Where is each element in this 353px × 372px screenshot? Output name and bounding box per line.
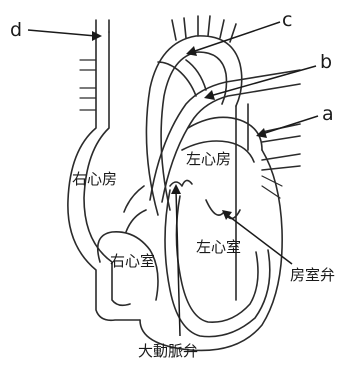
label-c: c — [282, 9, 292, 31]
right-av-leaflet — [126, 210, 146, 232]
pulmonary-left-branch — [158, 62, 196, 96]
aortic-valve-leaflets — [170, 180, 192, 186]
leader-b-arrow — [204, 90, 215, 100]
label-av-valve: 房室弁 — [290, 266, 335, 284]
pulmonary-left-branch-inner — [186, 60, 206, 90]
vena-cava-branches — [80, 60, 96, 110]
label-a: a — [322, 103, 334, 125]
left-atrium-wall — [188, 117, 262, 150]
leader-d — [28, 30, 96, 36]
label-d: d — [10, 19, 22, 41]
label-aortic-valve: 大動脈弁 — [138, 342, 198, 360]
leader-d-arrow — [92, 31, 102, 41]
mitral-valve-leaflets — [206, 200, 240, 219]
right-av-region — [124, 186, 144, 212]
pulmonary-artery — [150, 60, 300, 202]
aorta-branch-2 — [198, 16, 210, 36]
labels: d c b a 右心房 左心房 右心室 左心室 房室弁 大動脈弁 — [10, 9, 335, 360]
aorta-branch-3 — [220, 20, 236, 42]
ventricular-septum — [165, 190, 270, 337]
label-left-atrium: 左心房 — [186, 150, 231, 168]
leader-aortic-valve-arrow — [171, 184, 181, 194]
pulmonary-trunk-outer — [150, 70, 300, 200]
pulmonary-vein-upper — [262, 124, 300, 142]
label-b: b — [320, 51, 332, 73]
leader-a — [262, 116, 318, 134]
pulmonary-vein-small — [262, 176, 282, 198]
label-right-atrium: 右心房 — [72, 170, 117, 188]
label-right-ventricle: 右心室 — [110, 252, 155, 270]
label-left-ventricle: 左心室 — [196, 238, 241, 256]
aorta-branch-1 — [172, 18, 186, 40]
descending-aorta — [236, 104, 248, 300]
